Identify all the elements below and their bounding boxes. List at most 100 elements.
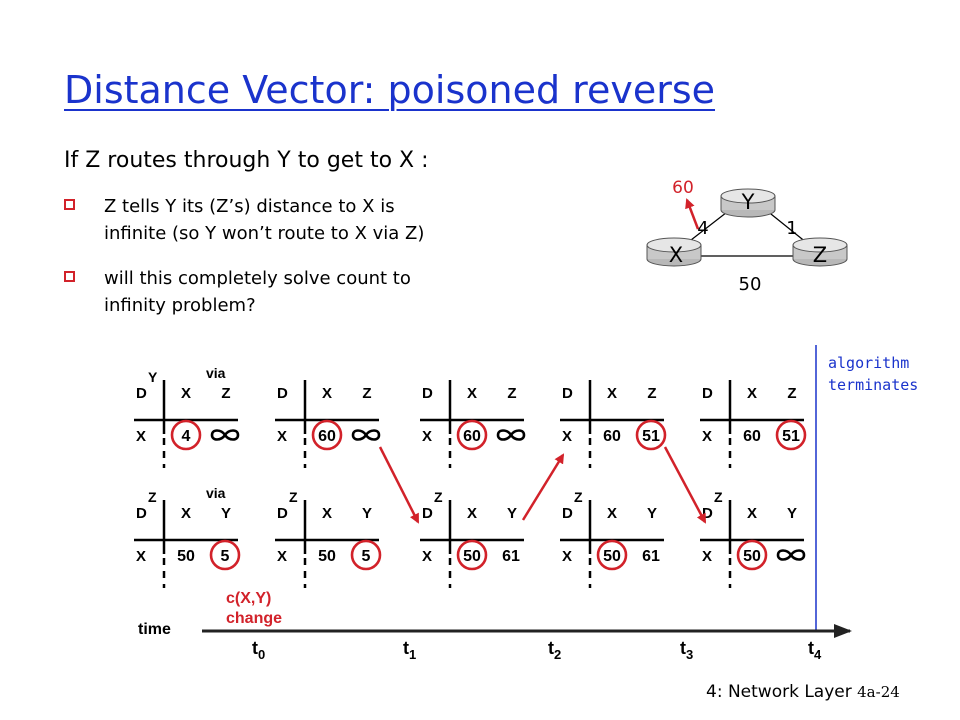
time-tick-label: t3	[680, 638, 693, 662]
dest-header: D	[562, 505, 573, 522]
cost-label-xz: 50	[739, 274, 762, 295]
col-header: Z	[507, 385, 516, 402]
col-header: Z	[647, 385, 656, 402]
changed-value-circle	[170, 419, 202, 451]
col-header: Y	[221, 505, 231, 522]
changed-value-circle	[456, 419, 488, 451]
node-label-z: Z	[813, 243, 827, 267]
changed-value-circle	[456, 539, 488, 571]
changed-value-circle	[596, 539, 628, 571]
col-header: X	[322, 385, 332, 402]
distance-value: 50	[177, 548, 195, 565]
col-header: Y	[787, 505, 797, 522]
bullet-line: will this completely solve count to	[104, 268, 411, 289]
termination-line: terminates	[828, 376, 919, 394]
bullet-line: Z tells Y its (Z’s) distance to X is	[104, 196, 395, 217]
infinity-icon	[496, 429, 526, 441]
dest-header: D	[562, 385, 573, 402]
distance-value: 5	[362, 548, 371, 565]
distance-value: 60	[463, 428, 481, 445]
time-axis-label: time	[138, 621, 171, 638]
network-topology: Y X Z 60 4 1 50	[646, 178, 848, 295]
row-label: X	[277, 548, 287, 565]
col-header: X	[607, 505, 617, 522]
row-label: X	[422, 548, 432, 565]
table-node-label: Y	[148, 369, 158, 385]
row-label: X	[562, 428, 572, 445]
update-arrow-z-to-y	[521, 453, 565, 521]
distance-value: 50	[603, 548, 621, 565]
changed-value-circle	[311, 419, 343, 451]
distance-value: 60	[603, 428, 621, 445]
col-header: X	[747, 385, 757, 402]
distance-value: 61	[502, 548, 520, 565]
footer-page: 4a-24	[857, 683, 900, 701]
row-label: X	[702, 428, 712, 445]
change-label: c(X,Y)	[226, 590, 271, 607]
changed-value-circle	[736, 539, 768, 571]
col-header: Z	[787, 385, 796, 402]
dest-header: D	[136, 385, 147, 402]
router-y-icon	[720, 188, 776, 218]
table-node-label: Z	[714, 489, 723, 505]
slide-title: Distance Vector: poisoned reverse	[64, 68, 716, 112]
dest-header: D	[277, 385, 288, 402]
distance-value: 50	[463, 548, 481, 565]
row-label: X	[702, 548, 712, 565]
row-label: X	[277, 428, 287, 445]
cost-label-xy-old: 4	[697, 218, 708, 239]
col-header: X	[181, 385, 191, 402]
col-header: Y	[647, 505, 657, 522]
termination-line: algorithm	[828, 354, 910, 372]
row-label: X	[136, 428, 146, 445]
changed-value-circle	[635, 419, 667, 451]
change-label: change	[226, 610, 282, 627]
dest-header: D	[702, 385, 713, 402]
time-tick-label: t2	[548, 638, 561, 662]
intro-text: If Z routes through Y to get to X :	[64, 148, 429, 173]
distance-value: 4	[182, 428, 191, 445]
changed-value-circle	[350, 539, 382, 571]
col-header: X	[607, 385, 617, 402]
col-header: Y	[362, 505, 372, 522]
cost-change-arrow-icon	[685, 198, 700, 230]
table-node-label: Z	[148, 489, 157, 505]
time-tick-label: t0	[252, 638, 265, 662]
table-node-label: Z	[289, 489, 298, 505]
col-header: X	[467, 505, 477, 522]
time-ticks: t0 t1 t2 t3 t4	[252, 638, 822, 662]
row-label: X	[136, 548, 146, 565]
infinity-icon	[776, 549, 806, 561]
bullet-poison: Z tells Y its (Z’s) distance to X is inf…	[64, 193, 584, 253]
node-label-x: X	[669, 243, 683, 267]
router-x-icon	[646, 237, 702, 267]
time-tick-label: t4	[808, 638, 822, 662]
distance-value: 60	[743, 428, 761, 445]
col-header: Z	[362, 385, 371, 402]
slide-footer: 4: Network Layer 4a-24	[706, 682, 900, 702]
node-label-y: Y	[741, 190, 755, 214]
router-z-icon	[792, 237, 848, 267]
dest-header: D	[277, 505, 288, 522]
changed-value-circle	[209, 539, 241, 571]
col-header: X	[467, 385, 477, 402]
cost-label-yz: 1	[786, 218, 797, 239]
update-arrow-y-to-z	[378, 446, 420, 524]
bullet-square-icon	[64, 271, 75, 282]
infinity-icon	[210, 429, 240, 441]
time-tick-label: t1	[403, 638, 416, 662]
distance-value: 50	[743, 548, 761, 565]
col-header: X	[747, 505, 757, 522]
termination-note: algorithm terminates	[828, 352, 918, 396]
dest-header: D	[422, 505, 433, 522]
col-header: X	[181, 505, 191, 522]
cost-label-xy-new: 60	[672, 178, 694, 198]
row-label: X	[422, 428, 432, 445]
